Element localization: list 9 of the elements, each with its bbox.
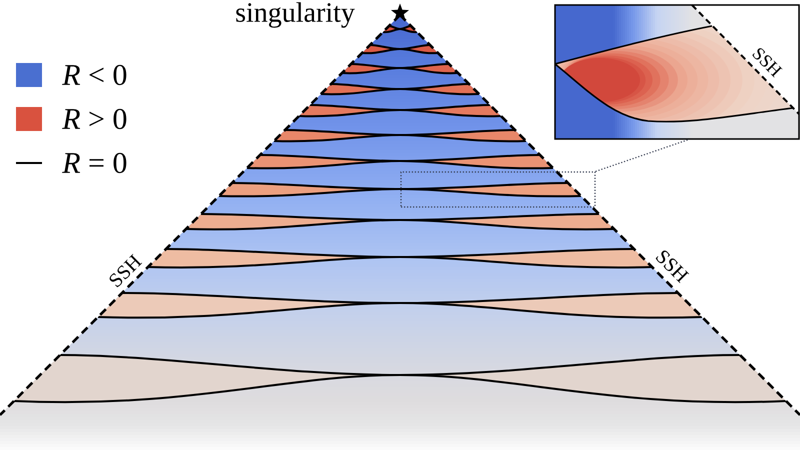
leader-line (595, 139, 688, 172)
boundary-label: SSH (110, 254, 142, 288)
boundary-label: SSH (752, 48, 782, 78)
boundary-label: SSH (656, 250, 690, 284)
legend-label: R > 0 (62, 108, 126, 130)
legend-label: R = 0 (62, 152, 126, 174)
annotation-label: singularity (236, 2, 355, 28)
legend-label: R < 0 (62, 64, 126, 86)
zoom-region-box (400, 171, 596, 208)
